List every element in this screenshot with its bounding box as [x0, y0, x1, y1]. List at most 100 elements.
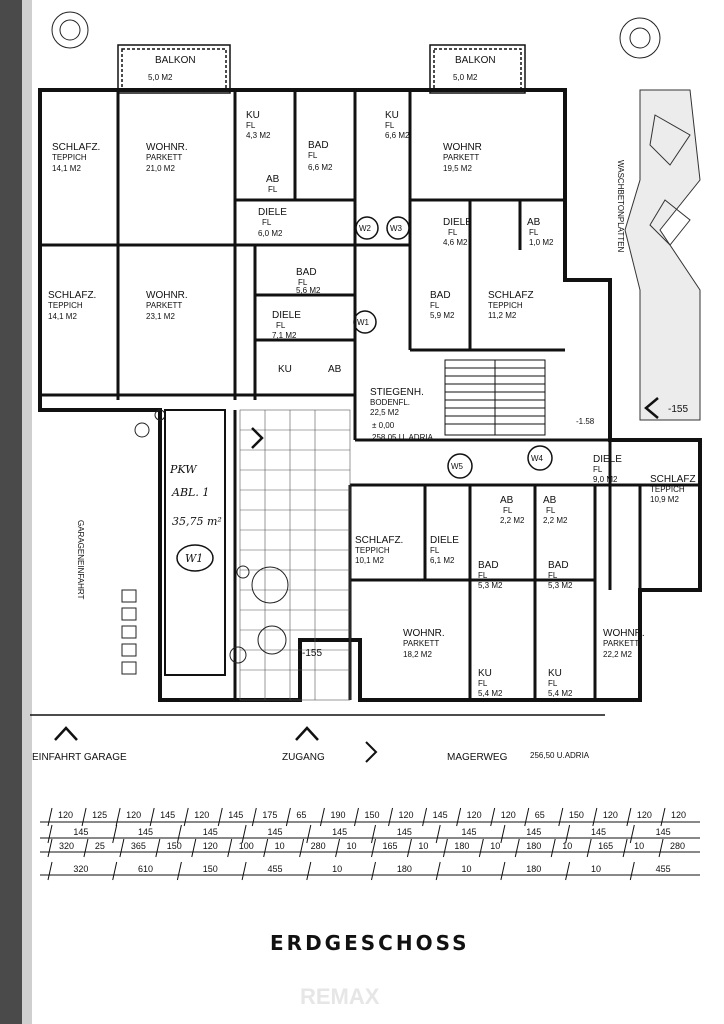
dimension-label: 145	[73, 827, 88, 837]
dimension-label: 125	[92, 810, 107, 820]
room-floor: FL	[503, 506, 513, 515]
room-area: 2,2 M2	[500, 516, 525, 525]
dimension-tick	[658, 838, 664, 858]
room-name: DIELE	[272, 310, 301, 321]
dimension-label: 455	[267, 864, 282, 874]
room-floor: TEPPICH	[488, 301, 523, 310]
arrow-up-icon	[54, 726, 78, 741]
parking-space	[164, 409, 226, 676]
room-area: 5,9 M2	[430, 311, 455, 320]
dimension-label: 10	[275, 841, 285, 851]
scan-edge-shadow	[0, 0, 22, 1024]
room-area: 6,6 M2	[385, 131, 410, 140]
unit-w4: W4	[531, 454, 544, 463]
dimension-label: 145	[160, 810, 175, 820]
dimension-label: 145	[656, 827, 671, 837]
room-name: WOHNR.	[403, 628, 445, 639]
dimension-tick	[435, 824, 441, 844]
room-floor: FL	[548, 679, 558, 688]
room-area: 4,3 M2	[246, 131, 271, 140]
room-floor: TEPPICH	[48, 301, 83, 310]
dimension-label: 10	[562, 841, 572, 851]
room-floor: FL	[546, 506, 556, 515]
dimension-tick	[115, 807, 121, 827]
dimension-label: 145	[138, 827, 153, 837]
dimension-tick	[47, 861, 53, 881]
arrow-right-icon	[251, 427, 264, 449]
dimension-label: 150	[167, 841, 182, 851]
height-158: -1.58	[576, 417, 595, 426]
room-area: 10,1 M2	[355, 556, 384, 565]
room-name: AB	[328, 364, 342, 375]
dimension-label: 165	[382, 841, 397, 851]
room-name: KU	[246, 110, 260, 121]
room-name: DIELE	[593, 454, 622, 465]
room-floor: FL	[430, 301, 440, 310]
dimension-tick	[183, 807, 189, 827]
dimension-tick	[371, 824, 376, 844]
dimension-tick	[335, 838, 341, 858]
dimension-tick	[217, 807, 223, 827]
dimension-tick	[112, 861, 118, 881]
dimension-tick	[435, 861, 441, 881]
dimension-label: 10	[634, 841, 644, 851]
dimension-label: 145	[203, 827, 218, 837]
dimension-tick	[622, 838, 628, 858]
room-floor: FL	[385, 121, 395, 130]
room-area: 5,3 M2	[478, 581, 503, 590]
room-floor: FL	[262, 218, 272, 227]
dimension-tick	[47, 824, 53, 844]
dimension-tick	[285, 807, 291, 827]
room-area: 9,0 M2	[593, 475, 618, 484]
room-area: 21,0 M2	[146, 164, 175, 173]
dimension-label: 190	[330, 810, 345, 820]
level-zero: ± 0,00	[372, 421, 395, 430]
room-name: SCHLAFZ	[488, 290, 534, 301]
dimension-label: 145	[526, 827, 541, 837]
room-name: BAD	[430, 290, 451, 301]
dimension-label: 25	[95, 841, 105, 851]
arrow-right-icon	[365, 741, 378, 763]
dimension-tick	[442, 838, 448, 858]
dimension-tick	[514, 838, 520, 858]
room-floor: FL	[268, 185, 278, 194]
dimension-label: 10	[462, 864, 472, 874]
room-name: SCHLAFZ.	[355, 535, 403, 546]
dimension-tick	[565, 861, 571, 881]
label-magerweg: MAGERWEG	[447, 752, 508, 763]
side-label-right: WASCHBETONPLATTEN	[616, 160, 625, 253]
room-name: KU	[548, 668, 562, 679]
dimension-tick	[524, 807, 530, 827]
balconies	[117, 44, 526, 94]
room-area: 14,1 M2	[52, 164, 81, 173]
page-title: ERDGESCHOSS	[270, 931, 469, 955]
dimension-label: 10	[332, 864, 342, 874]
dimension-tick	[371, 861, 376, 881]
dimension-label: 120	[671, 810, 686, 820]
room-name: SCHLAFZ	[650, 474, 696, 485]
room-name: AB	[266, 174, 280, 185]
room-labels: BALKON 5,0 M2 BALKON 5,0 M2 SCHLAFZ. TEP…	[48, 55, 696, 698]
dimension-tick	[500, 824, 506, 844]
dimension-label: 145	[332, 827, 347, 837]
dimension-tick	[112, 824, 118, 844]
dimension-tick	[241, 824, 247, 844]
room-floor: FL	[298, 278, 308, 287]
dimension-label: 145	[433, 810, 448, 820]
dimension-label: 610	[138, 864, 153, 874]
dimension-tick	[119, 838, 125, 858]
parking-unit: W1	[185, 552, 203, 565]
room-area: 6,0 M2	[258, 229, 283, 238]
room-name: KU	[278, 364, 292, 375]
room-name: BALKON	[155, 55, 196, 66]
parking-label: PKW ABL. 1 35,75 m² W1	[169, 463, 222, 572]
room-floor: FL	[478, 679, 488, 688]
dimension-tick	[500, 861, 506, 881]
room-area: 5,4 M2	[478, 689, 503, 698]
room-name: BAD	[478, 560, 499, 571]
dimension-tick	[47, 838, 53, 858]
height-155-left: -155	[302, 648, 322, 659]
dimension-label: 10	[347, 841, 357, 851]
